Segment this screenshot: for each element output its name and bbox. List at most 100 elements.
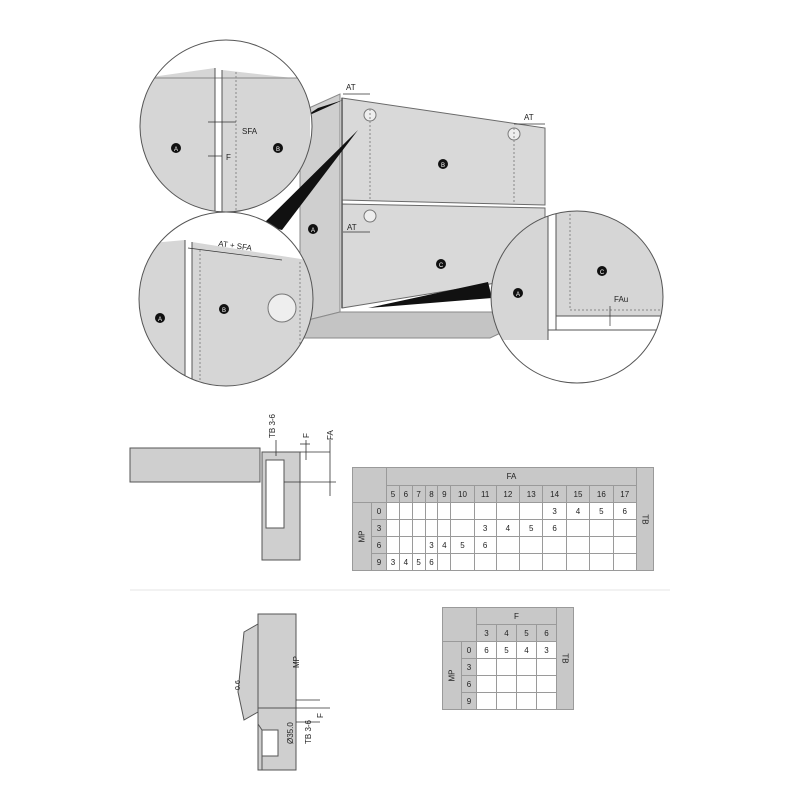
dim-at-1: AT: [346, 83, 356, 92]
table-cell: [398, 502, 413, 520]
dim-small: 0.6: [235, 680, 242, 690]
dim-diameter: Ø35.0: [286, 722, 295, 744]
dim-f: F: [226, 153, 231, 162]
row-header: 0: [371, 502, 387, 520]
column-header: 16: [589, 485, 614, 503]
table-header-mp: MP: [352, 502, 372, 571]
table-cell: [411, 519, 426, 537]
top-panel: [129, 447, 261, 483]
table-cell: [424, 502, 439, 520]
table-header-tb: TB: [636, 467, 654, 571]
table-cell: 6: [473, 536, 497, 554]
column-header: 4: [496, 624, 517, 642]
table-cell: [519, 553, 544, 571]
table-cell: [536, 675, 557, 693]
table-cell: [612, 553, 638, 571]
dim-at-3: AT: [347, 223, 357, 232]
row-header: 9: [461, 692, 477, 710]
column-header: 12: [495, 485, 521, 503]
table-header-fa: FA: [386, 467, 637, 486]
table-cell: 5: [496, 641, 517, 659]
corner-cell: [352, 467, 387, 503]
row-header: 9: [371, 553, 387, 571]
table-cell: 3: [386, 553, 400, 571]
table-cell: [386, 502, 400, 520]
label-a: A: [516, 292, 520, 298]
table-cell: [565, 519, 591, 537]
column-header: 5: [386, 485, 400, 503]
dim-f: F: [316, 713, 325, 718]
column-header: 6: [398, 485, 413, 503]
table-cell: 5: [589, 502, 614, 520]
table-cell: [386, 536, 400, 554]
table-cell: [536, 692, 557, 710]
table-cell: [496, 658, 517, 676]
column-header: 7: [411, 485, 426, 503]
table-cell: 3: [473, 519, 497, 537]
dim-f: F: [302, 433, 311, 438]
corner-cell: [442, 607, 477, 642]
table-cell: [516, 658, 537, 676]
cabinet: AT AT AT B C A: [262, 83, 546, 339]
table-cell: [589, 536, 614, 554]
table-cell: [437, 502, 452, 520]
column-header: 14: [542, 485, 567, 503]
pointer-wedge: [262, 130, 358, 230]
dim-fau: FAu: [614, 295, 628, 304]
detail-circle-sfa: SFA F A B: [139, 39, 313, 213]
row-header: 6: [461, 675, 477, 693]
column-header: 9: [437, 485, 452, 503]
table-header-f: F: [476, 607, 557, 625]
column-header: 3: [476, 624, 497, 642]
column-header: 8: [424, 485, 439, 503]
column-header: 6: [536, 624, 557, 642]
dim-mp: MP: [292, 656, 301, 668]
column-header: 15: [565, 485, 591, 503]
table-cell: [476, 658, 497, 676]
table-cell: [386, 519, 400, 537]
column-header: 10: [450, 485, 475, 503]
column-header: 13: [519, 485, 544, 503]
detail-circle-fau: FAu A C: [490, 210, 664, 384]
label-a: A: [174, 147, 178, 153]
label-c: C: [600, 270, 605, 276]
table-header-tb: TB: [556, 607, 574, 710]
table-cell: [476, 675, 497, 693]
pointer-wedge: [368, 282, 492, 308]
label-a: A: [311, 228, 315, 234]
table-cell: 6: [612, 502, 638, 520]
table-cell: 3: [542, 502, 567, 520]
table-cell: [495, 502, 521, 520]
table-cell: [411, 536, 426, 554]
table-cell: [450, 502, 475, 520]
label-b: B: [222, 308, 226, 314]
table-cell: [476, 692, 497, 710]
table-cell: [398, 536, 413, 554]
hinge-cup-section: [261, 729, 279, 757]
table-cell: [589, 519, 614, 537]
table-cell: [424, 519, 439, 537]
table-cell: [398, 519, 413, 537]
table-cell: [495, 553, 521, 571]
dim-at-2: AT: [524, 113, 534, 122]
detail-circle-at-sfa: AT + SFA A B: [138, 211, 314, 387]
table-cell: [437, 519, 452, 537]
table-cell: 4: [437, 536, 452, 554]
side-view-inset: MP Ø35.0 TB 3-6 F 0.6: [235, 613, 330, 771]
table-cell: 5: [411, 553, 426, 571]
table-cell: 6: [476, 641, 497, 659]
table-cell: [519, 502, 544, 520]
table-cell: 4: [398, 553, 413, 571]
table-cell: [516, 692, 537, 710]
table-cell: [437, 553, 452, 571]
table-cell: [565, 553, 591, 571]
table-cell: [519, 536, 544, 554]
label-a: A: [158, 317, 162, 323]
table-header-mp: MP: [442, 641, 462, 710]
table-cell: [542, 536, 567, 554]
pointer-wedge: [303, 100, 343, 118]
column-header: 5: [516, 624, 537, 642]
table-cell: [450, 553, 475, 571]
